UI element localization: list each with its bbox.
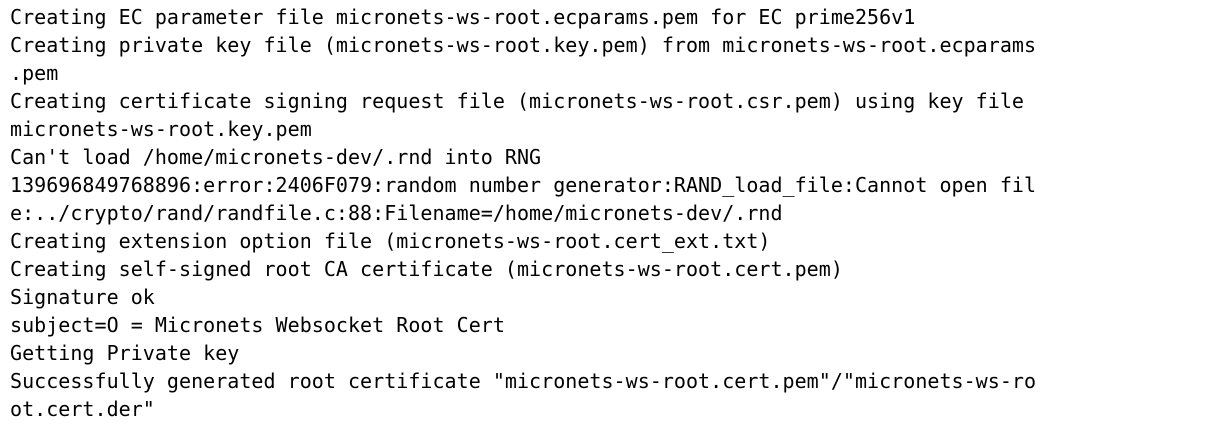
terminal-output[interactable]: Creating EC parameter file micronets-ws-… [10,3,1206,439]
terminal-line: Successfully generated root certificate … [10,369,1037,393]
terminal-line: Signature ok [10,285,155,309]
terminal-line: Creating private key file (micronets-ws-… [10,33,1037,57]
terminal-line: Creating extension option file (micronet… [10,229,771,253]
terminal-line: 139696849768896:error:2406F079:random nu… [10,173,1037,197]
terminal-line: Creating self-signed root CA certificate… [10,257,843,281]
terminal-line: Creating certificate signing request fil… [10,89,1024,113]
terminal-line: e:../crypto/rand/randfile.c:88:Filename=… [10,201,783,225]
terminal-line: Creating EC parameter file micronets-ws-… [10,5,916,29]
terminal-line: Can't load /home/micronets-dev/.rnd into… [10,145,542,169]
terminal-line: Getting Private key [10,341,240,365]
terminal-line: ot.cert.der" [10,397,155,421]
terminal-line: micronets-ws-root.key.pem [10,117,312,141]
terminal-line: subject=O = Micronets Websocket Root Cer… [10,313,505,337]
terminal-line: .pem [10,61,59,85]
